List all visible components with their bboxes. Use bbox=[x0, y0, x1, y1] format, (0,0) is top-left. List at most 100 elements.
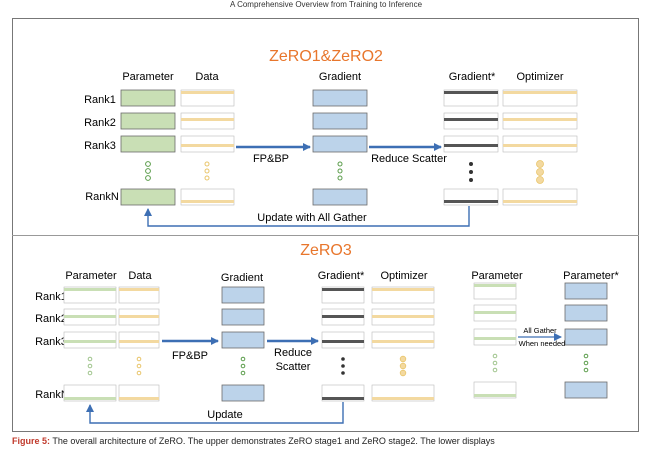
lower-param-star-block bbox=[564, 282, 608, 300]
upper-param-block bbox=[120, 135, 176, 153]
lower-header-optimizer: Optimizer bbox=[380, 270, 427, 282]
lower-header-data: Data bbox=[128, 270, 152, 282]
lower-optimizer-ellipsis-dot bbox=[399, 362, 407, 370]
lower-param-block bbox=[63, 308, 117, 326]
lower-gradient-ellipsis-dot bbox=[240, 363, 246, 369]
lower-optimizer-block bbox=[371, 384, 435, 402]
lower-param2-block bbox=[473, 328, 517, 346]
upper-fpbp-label: FP&BP bbox=[253, 153, 289, 165]
lower-rank-label: Rank2 bbox=[35, 313, 67, 325]
upper-gradient-block bbox=[312, 188, 368, 206]
lower-param-star-ellipsis-dot bbox=[583, 360, 589, 366]
lower-param-star-block bbox=[564, 381, 608, 399]
upper-optimizer-block bbox=[502, 89, 578, 107]
upper-optimizer-block bbox=[502, 112, 578, 130]
lower-optimizer-ellipsis-dot bbox=[399, 355, 407, 363]
upper-data-block bbox=[180, 89, 235, 107]
lower-data-ellipsis-dot bbox=[136, 363, 142, 369]
upper-gradient-ellipsis-dot bbox=[337, 175, 343, 181]
lower-param-star-ellipsis-dot bbox=[583, 367, 589, 373]
lower-gradient-star-ellipsis-dot bbox=[341, 364, 345, 368]
caption-text: The overall architecture of ZeRO. The up… bbox=[50, 436, 495, 446]
section-divider bbox=[12, 235, 639, 236]
lower-gradient-star-block bbox=[321, 331, 365, 349]
lower-param2-ellipsis-dot bbox=[492, 360, 498, 366]
lower-optimizer-block bbox=[371, 286, 435, 304]
lower-gradient-block bbox=[221, 286, 265, 304]
upper-data-ellipsis-dot bbox=[204, 175, 210, 181]
lower-all-gather-label-2: When needed bbox=[519, 339, 566, 348]
upper-header-parameter: Parameter bbox=[122, 71, 174, 83]
upper-gradient-ellipsis-dot bbox=[337, 161, 343, 167]
lower-data-ellipsis-dot bbox=[136, 356, 142, 362]
lower-header-gradient: Gradient bbox=[221, 272, 263, 284]
lower-param-star-block bbox=[564, 328, 608, 346]
lower-param2-block bbox=[473, 381, 517, 399]
upper-optimizer-ellipsis-dot bbox=[536, 160, 544, 168]
lower-data-block bbox=[118, 384, 160, 402]
lower-param-block bbox=[63, 331, 117, 349]
upper-update-all-gather-label: Update with All Gather bbox=[257, 212, 367, 224]
lower-rank-label: Rank3 bbox=[35, 336, 67, 348]
running-head: A Comprehensive Overview from Training t… bbox=[229, 0, 423, 9]
upper-gradient-block bbox=[312, 89, 368, 107]
lower-gradient-block bbox=[221, 384, 265, 402]
upper-optimizer-ellipsis-dot bbox=[536, 176, 544, 184]
lower-gradient-star-ellipsis-dot bbox=[341, 371, 345, 375]
upper-gradient-block bbox=[312, 135, 368, 153]
upper-param-block bbox=[120, 188, 176, 206]
lower-gradient-block bbox=[221, 308, 265, 326]
upper-header-gradient-star: Gradient* bbox=[449, 71, 496, 83]
lower-update-arrow bbox=[86, 402, 344, 424]
lower-data-block bbox=[118, 286, 160, 304]
upper-header-gradient: Gradient bbox=[319, 71, 361, 83]
upper-rank-label: Rank3 bbox=[84, 140, 116, 152]
upper-gradient-star-ellipsis-dot bbox=[469, 162, 473, 166]
lower-rank-label: Rank1 bbox=[35, 291, 67, 303]
upper-header-data: Data bbox=[195, 71, 219, 83]
upper-optimizer-block bbox=[502, 188, 578, 206]
lower-gradient-ellipsis-dot bbox=[240, 356, 246, 362]
lower-param2-ellipsis-dot bbox=[492, 353, 498, 359]
lower-param2-block bbox=[473, 304, 517, 322]
upper-reduce-scatter-label: Reduce Scatter bbox=[371, 153, 447, 165]
upper-gradient-star-block bbox=[443, 135, 499, 153]
upper-data-block bbox=[180, 112, 235, 130]
lower-header-parameter-2: Parameter bbox=[471, 270, 523, 282]
upper-gradient-star-ellipsis-dot bbox=[469, 170, 473, 174]
lower-update-label: Update bbox=[207, 409, 242, 421]
lower-gradient-star-ellipsis-dot bbox=[341, 357, 345, 361]
upper-gradient-star-ellipsis-dot bbox=[469, 178, 473, 182]
lower-param-ellipsis-dot bbox=[87, 363, 93, 369]
upper-gradient-star-block bbox=[443, 112, 499, 130]
figure-caption: Figure 5: The overall architecture of Ze… bbox=[12, 436, 642, 447]
lower-param2-ellipsis-dot bbox=[492, 367, 498, 373]
upper-param-block bbox=[120, 112, 176, 130]
lower-header-gradient-star: Gradient* bbox=[318, 270, 365, 282]
lower-param2-block bbox=[473, 282, 517, 300]
upper-data-ellipsis-dot bbox=[204, 168, 210, 174]
lower-data-ellipsis-dot bbox=[136, 370, 142, 376]
upper-title: ZeRO1&ZeRO2 bbox=[269, 48, 383, 65]
lower-param-star-ellipsis-dot bbox=[583, 353, 589, 359]
lower-gradient-star-block bbox=[321, 308, 365, 326]
upper-data-block bbox=[180, 188, 235, 206]
lower-all-gather-label-1: All Gather bbox=[523, 326, 557, 335]
upper-param-block bbox=[120, 89, 176, 107]
upper-gradient-ellipsis-dot bbox=[337, 168, 343, 174]
lower-header-parameter-star: Parameter* bbox=[563, 270, 619, 282]
upper-update-all-gather-arrow bbox=[144, 206, 470, 227]
lower-header-parameter: Parameter bbox=[65, 270, 117, 282]
lower-title: ZeRO3 bbox=[300, 242, 352, 259]
upper-optimizer-block bbox=[502, 135, 578, 153]
upper-rank-label: RankN bbox=[85, 191, 119, 203]
lower-optimizer-block bbox=[371, 331, 435, 349]
upper-param-ellipsis-dot bbox=[145, 161, 151, 167]
lower-reduce-scatter-label-1: Reduce bbox=[274, 347, 312, 359]
upper-gradient-block bbox=[312, 112, 368, 130]
figure-frame bbox=[12, 18, 639, 432]
lower-reduce-scatter-label-2: Scatter bbox=[276, 361, 311, 373]
upper-header-optimizer: Optimizer bbox=[516, 71, 563, 83]
lower-rank-label: RankN bbox=[35, 389, 69, 401]
